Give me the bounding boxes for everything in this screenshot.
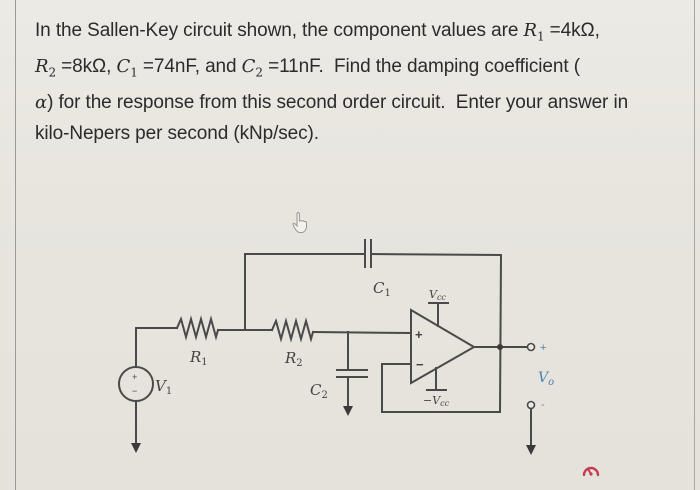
value-c2: =11nF. [262, 56, 324, 78]
question-line-1: In the Sallen-Key circuit shown, the com… [35, 16, 690, 52]
voltage-source-v1 [118, 366, 154, 402]
math-c2: C2 [241, 56, 263, 80]
value-r2: =8kΩ, [56, 56, 117, 78]
math-var: R [523, 20, 537, 41]
label-neg-vcc: −Vcc [423, 394, 450, 408]
ground-arrow-output [526, 445, 536, 455]
math-var: C [116, 56, 131, 78]
question-text: In the Sallen-Key circuit shown, the com… [35, 16, 690, 149]
output-plus-sign: + [540, 342, 546, 354]
junction-dot [497, 344, 503, 350]
label-vcc: Vcc [429, 288, 446, 302]
math-sub: 2 [48, 65, 56, 80]
math-r2: R2 [35, 56, 56, 80]
question-text-segment: Find the damping coefficient ( [323, 56, 580, 78]
math-alpha: α [35, 92, 48, 114]
question-line-2: R2 =8kΩ, C1 =74nF, and C2 =11nF. Find th… [35, 52, 690, 88]
question-text-segment: In the Sallen-Key circuit shown, the com… [35, 20, 524, 41]
label-c1: C1 [373, 279, 391, 299]
value-r1: =4kΩ, [544, 20, 600, 41]
value-c1: =74nF, and [137, 56, 242, 78]
math-var: C [241, 56, 256, 78]
math-var: R [35, 56, 49, 78]
page-edge-right [694, 0, 695, 490]
source-minus-sign: − [132, 386, 137, 396]
question-text-segment: ) for the response from this second orde… [47, 92, 629, 114]
ground-arrow-source [131, 443, 141, 453]
op-amp-plus-input-sign: + [415, 327, 423, 342]
source-plus-sign: + [132, 372, 137, 382]
label-vo: Vo [538, 370, 554, 388]
math-c1: C1 [116, 56, 138, 80]
op-amp-minus-input-sign: − [416, 357, 424, 372]
wire-r2-to-plus-input [311, 330, 413, 335]
label-r1: R1 [189, 348, 208, 368]
math-sub: 1 [130, 65, 138, 80]
math-sub: 1 [536, 29, 545, 44]
speedometer-icon [582, 466, 600, 477]
question-line-3: α) for the response from this second ord… [35, 88, 690, 119]
math-sub: 2 [255, 65, 263, 80]
page-edge-left [15, 0, 16, 490]
wire-source-to-r1 [135, 327, 178, 368]
resistor-r2 [270, 317, 315, 343]
label-r2: R2 [284, 349, 303, 369]
output-terminal-minus [526, 400, 536, 410]
label-c2: C2 [310, 381, 328, 401]
question-text-segment: kilo-Nepers per second (kNp/sec). [35, 122, 319, 144]
math-r1: R1 [523, 20, 545, 44]
resistor-r1 [175, 315, 220, 341]
output-terminal-plus [526, 342, 536, 352]
label-v1: V1 [155, 377, 172, 397]
wire-feedback-loop [369, 252, 503, 413]
wire-node-to-c1 [244, 253, 366, 331]
hand-pointer-icon [292, 212, 307, 233]
question-line-4: kilo-Nepers per second (kNp/sec). [35, 119, 690, 150]
op-amp-triangle [410, 308, 476, 385]
output-minus-sign: - [541, 399, 545, 411]
ground-arrow-c2 [343, 406, 353, 416]
